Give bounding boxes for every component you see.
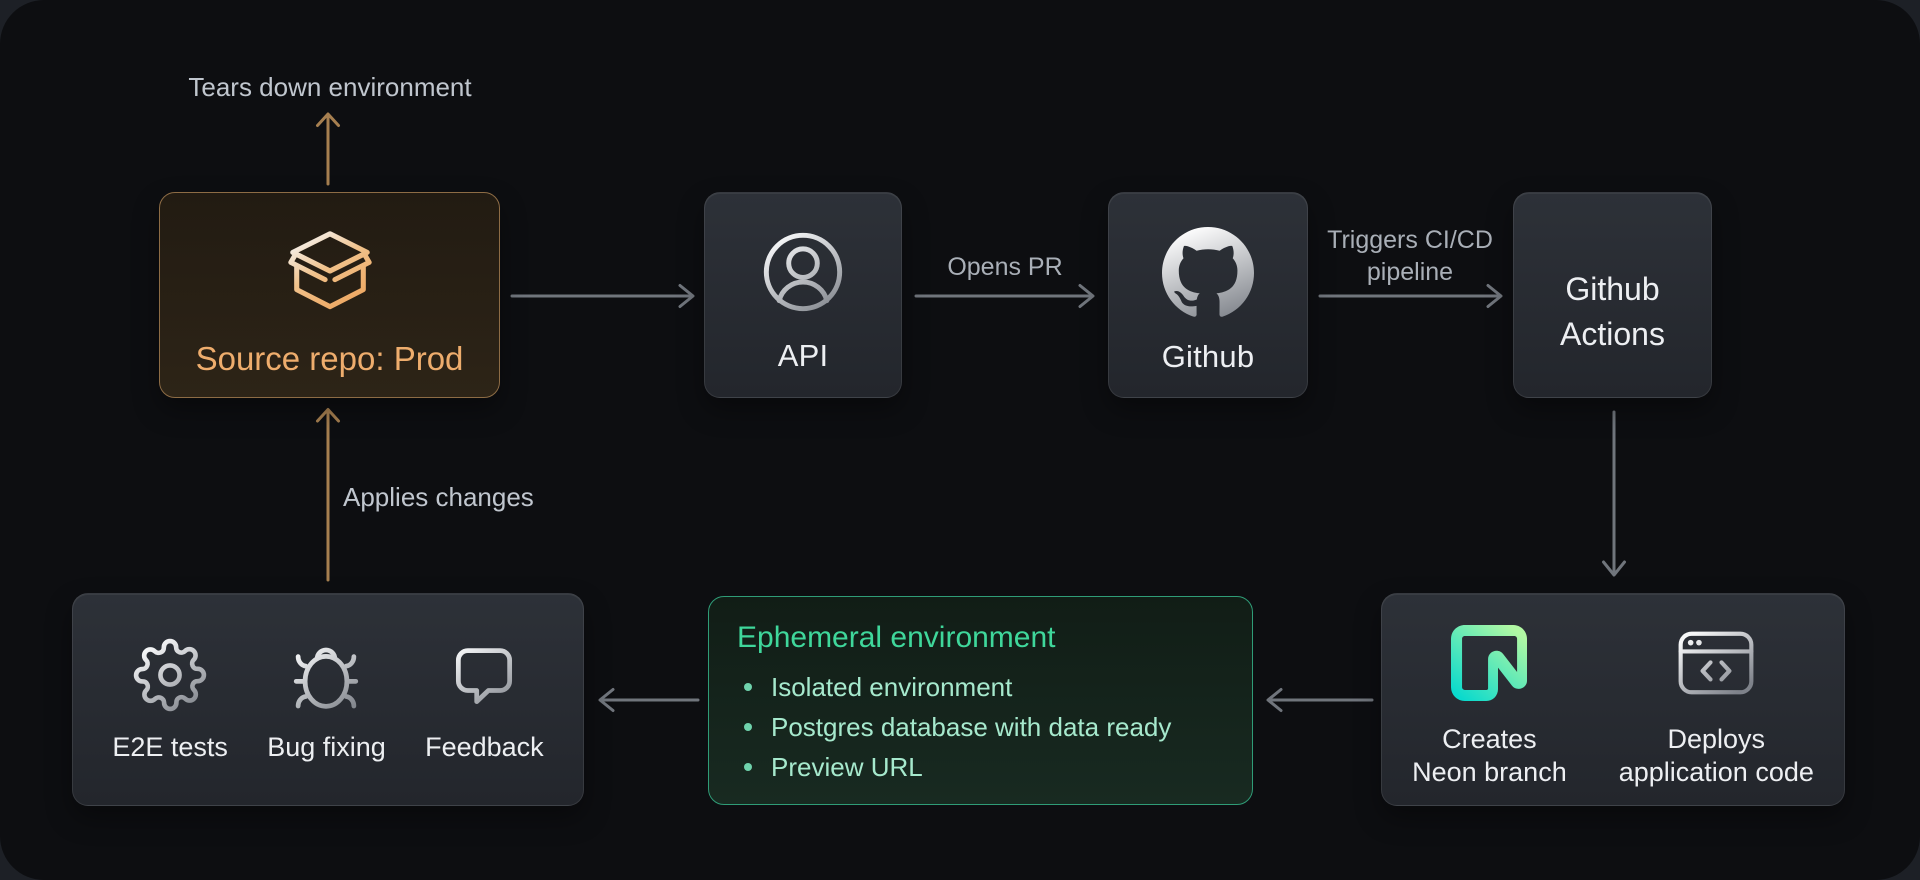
tears-down-label: Tears down environment (188, 72, 472, 102)
arrow-teardown-up (316, 112, 340, 186)
arrow-neon-to-ephemeral (1266, 688, 1374, 712)
node-source-repo: Source repo: Prod (159, 192, 500, 398)
arrow-github-to-actions (1318, 284, 1503, 308)
speech-bubble-icon (456, 648, 513, 704)
node-api: API (704, 192, 902, 398)
bug-fixing-label: Bug fixing (267, 732, 386, 762)
ephemeral-environment-list: Isolated environment Postgres database w… (737, 667, 1171, 787)
gear-icon (133, 638, 207, 712)
neon-logo-icon (1451, 624, 1528, 701)
opens-pr-label: Opens PR (947, 253, 1063, 281)
node-dev-loop: E2E tests Bug fixing (72, 593, 584, 806)
github-octocat-icon (1162, 227, 1254, 317)
github-actions-label: Github Actions (1560, 267, 1665, 357)
triggers-cicd-line1: Triggers CI/CD (1327, 226, 1493, 254)
arrow-ephemeral-to-loop (598, 688, 700, 712)
e2e-tests-item: E2E tests (112, 635, 228, 764)
node-github-actions: Github Actions (1513, 192, 1712, 398)
e2e-tests-label: E2E tests (112, 732, 228, 762)
source-repo-label: Source repo: Prod (195, 340, 464, 377)
feedback-label: Feedback (425, 732, 544, 762)
bug-fixing-item: Bug fixing (267, 635, 386, 764)
open-package-icon (287, 231, 372, 310)
browser-code-icon (1678, 631, 1754, 694)
bug-icon (294, 647, 359, 709)
creates-neon-branch-item: Creates Neon branch (1412, 611, 1567, 789)
user-circle-icon (763, 232, 843, 312)
triggers-cicd-label: Triggers CI/CD pipeline (1285, 224, 1535, 288)
list-item: Preview URL (737, 747, 1171, 787)
list-item: Postgres database with data ready (737, 707, 1171, 747)
api-label: API (777, 338, 829, 373)
github-actions-line2: Actions (1560, 316, 1665, 352)
deploys-application-code-label: Deploys application code (1618, 723, 1814, 787)
github-actions-line1: Github (1565, 271, 1660, 307)
node-pipeline-outputs: Creates Neon branch Deploys application … (1381, 593, 1845, 806)
arrow-actions-down (1602, 410, 1626, 577)
arrow-applies-changes-up (316, 408, 340, 582)
deploys-application-code-item: Deploys application code (1619, 611, 1814, 789)
applies-changes-label: Applies changes (343, 482, 534, 512)
triggers-cicd-line2: pipeline (1366, 258, 1454, 286)
arrow-source-to-api (510, 284, 695, 308)
arrow-api-to-github (914, 284, 1095, 308)
ephemeral-environment-title: Ephemeral environment (737, 621, 1056, 654)
node-ephemeral-environment: Ephemeral environment Isolated environme… (708, 596, 1253, 805)
feedback-item: Feedback (425, 635, 544, 764)
creates-neon-branch-label: Creates Neon branch (1412, 723, 1567, 787)
node-github: Github (1108, 192, 1308, 398)
github-label: Github (1161, 339, 1255, 374)
list-item: Isolated environment (737, 667, 1171, 707)
